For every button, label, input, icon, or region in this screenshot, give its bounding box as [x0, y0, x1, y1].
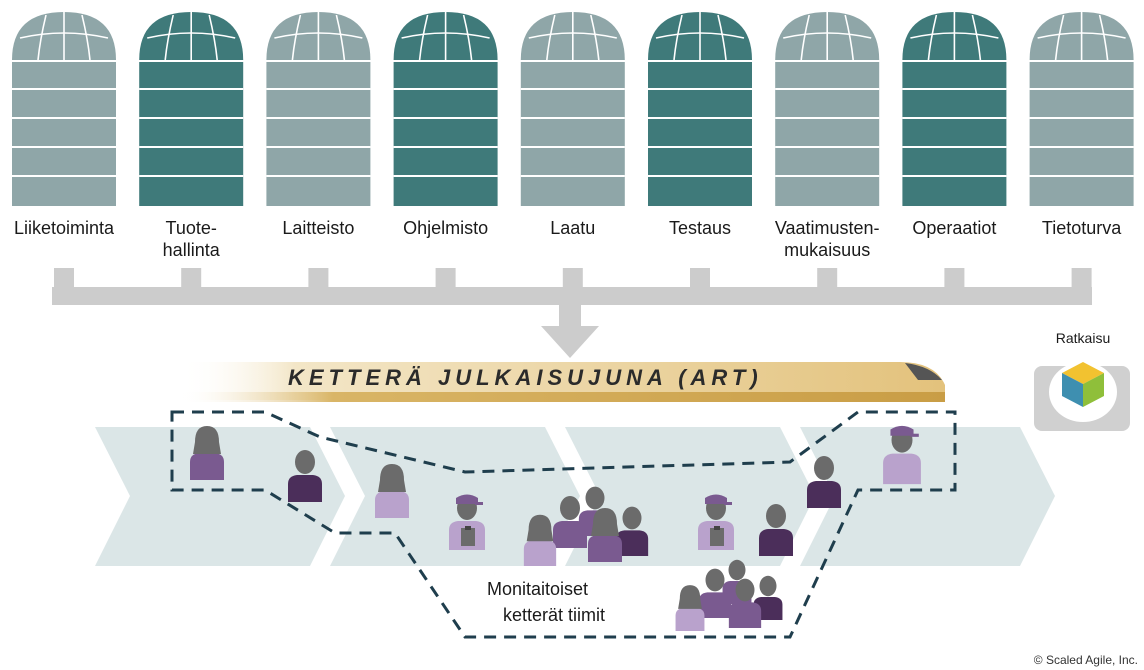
silo-label: Vaatimusten-: [775, 218, 880, 238]
silo-5: Laatu: [521, 12, 625, 238]
silo-body: [1030, 62, 1134, 206]
silo-label: Tietoturva: [1042, 218, 1122, 238]
silo-label: Operaatiot: [912, 218, 996, 238]
silo-1: Liiketoiminta: [12, 12, 116, 238]
solution: Ratkaisu: [1034, 330, 1130, 431]
silo-2: Tuote-hallinta: [139, 12, 243, 260]
silo-9: Tietoturva: [1030, 12, 1134, 238]
connector-stub: [563, 268, 583, 290]
silo-label-line2: mukaisuus: [784, 240, 870, 260]
silo-label-line2: hallinta: [163, 240, 221, 260]
train-label: KETTERÄ JULKAISUJUNA (ART): [288, 365, 763, 390]
train: KETTERÄ JULKAISUJUNA (ART): [180, 362, 945, 402]
connector-stub: [436, 268, 456, 290]
silo-7: Vaatimusten-mukaisuus: [775, 12, 880, 260]
person-icon: [699, 569, 731, 618]
down-arrow-icon: [541, 297, 599, 358]
silo-body: [139, 62, 243, 206]
connector-stub: [690, 268, 710, 290]
silo-body: [521, 62, 625, 206]
connector-stub: [944, 268, 964, 290]
connector-stub: [1072, 268, 1092, 290]
teams-label-line2: ketterät tiimit: [503, 605, 605, 625]
silo-8: Operaatiot: [902, 12, 1006, 238]
teams-label: Monitaitoiset ketterät tiimit: [487, 579, 605, 625]
silo-label: Tuote-: [166, 218, 217, 238]
copyright: © Scaled Agile, Inc.: [1034, 653, 1138, 667]
silo-body: [12, 62, 116, 206]
silo-label: Ohjelmisto: [403, 218, 488, 238]
silo-4: Ohjelmisto: [394, 12, 498, 238]
silo-body: [775, 62, 879, 206]
silo-6: Testaus: [648, 12, 752, 238]
silo-body: [266, 62, 370, 206]
connector-stub: [181, 268, 201, 290]
silo-body: [902, 62, 1006, 206]
connector-stub: [54, 268, 74, 290]
silo-3: Laitteisto: [266, 12, 370, 238]
silo-label: Liiketoiminta: [14, 218, 115, 238]
connector-stub: [817, 268, 837, 290]
silo-label: Testaus: [669, 218, 731, 238]
connector-stub: [308, 268, 328, 290]
silo-label: Laitteisto: [282, 218, 354, 238]
person-icon: [676, 585, 705, 631]
teams-label-line1: Monitaitoiset: [487, 579, 588, 599]
solution-label: Ratkaisu: [1056, 330, 1110, 346]
silo-body: [648, 62, 752, 206]
silo-body: [394, 62, 498, 206]
silo-label: Laatu: [550, 218, 595, 238]
